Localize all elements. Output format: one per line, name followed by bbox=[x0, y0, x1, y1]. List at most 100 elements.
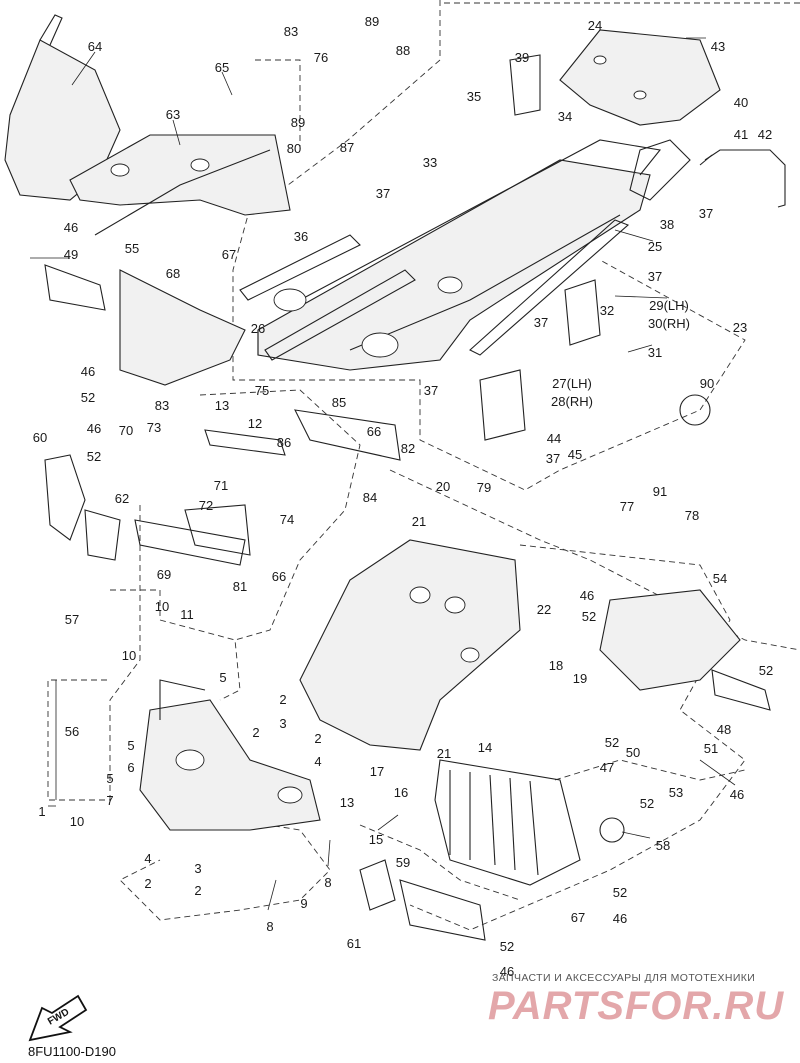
callout-c2d: 2 bbox=[144, 876, 151, 891]
leader-lines bbox=[30, 37, 736, 911]
callout-c52b: 52 bbox=[87, 449, 101, 464]
callout-c1: 1 bbox=[38, 804, 45, 819]
callout-c29: 29(LH) bbox=[649, 298, 689, 313]
callout-c37d: 37 bbox=[534, 315, 548, 330]
callout-c57: 57 bbox=[65, 612, 79, 627]
callout-c63: 63 bbox=[166, 107, 180, 122]
callout-c32: 32 bbox=[600, 303, 614, 318]
callout-c72: 72 bbox=[199, 498, 213, 513]
callout-c54: 54 bbox=[713, 571, 727, 586]
callout-c28: 28(RH) bbox=[551, 394, 593, 409]
callout-c25: 25 bbox=[648, 239, 662, 254]
callout-c40: 40 bbox=[734, 95, 748, 110]
callout-c84: 84 bbox=[363, 490, 377, 505]
callout-c49: 49 bbox=[64, 247, 78, 262]
callout-c90: 90 bbox=[700, 376, 714, 391]
callout-c77: 77 bbox=[620, 499, 634, 514]
callout-c83a: 83 bbox=[284, 24, 298, 39]
callout-c52g: 52 bbox=[613, 885, 627, 900]
callout-c46b: 46 bbox=[81, 364, 95, 379]
callout-c47: 47 bbox=[600, 760, 614, 775]
callout-c87: 87 bbox=[340, 140, 354, 155]
callout-c9: 9 bbox=[300, 896, 307, 911]
callout-c31: 31 bbox=[648, 345, 662, 360]
callout-c8a: 8 bbox=[324, 875, 331, 890]
callout-c46e: 46 bbox=[730, 787, 744, 802]
callout-c85: 85 bbox=[332, 395, 346, 410]
callout-c21b: 21 bbox=[437, 746, 451, 761]
callout-c82: 82 bbox=[401, 441, 415, 456]
callout-c39: 39 bbox=[515, 50, 529, 65]
callout-c19: 19 bbox=[573, 671, 587, 686]
callout-c55: 55 bbox=[125, 241, 139, 256]
callout-c37c: 37 bbox=[648, 269, 662, 284]
callout-c33: 33 bbox=[423, 155, 437, 170]
callout-c37e: 37 bbox=[424, 383, 438, 398]
callout-c74: 74 bbox=[280, 512, 294, 527]
callout-c91: 91 bbox=[653, 484, 667, 499]
callout-c5c: 5 bbox=[106, 771, 113, 786]
callout-c60: 60 bbox=[33, 430, 47, 445]
callout-c17: 17 bbox=[370, 764, 384, 779]
watermark-brand: PARTSFOR.RU bbox=[488, 984, 785, 1028]
callout-c14: 14 bbox=[478, 740, 492, 755]
callout-c27: 27(LH) bbox=[552, 376, 592, 391]
steering-column-assembly bbox=[139, 679, 321, 831]
callout-c22: 22 bbox=[537, 602, 551, 617]
callout-c79: 79 bbox=[477, 480, 491, 495]
callout-c37b: 37 bbox=[699, 206, 713, 221]
callout-c11: 11 bbox=[180, 607, 194, 622]
callout-c23: 23 bbox=[733, 320, 747, 335]
callout-c50: 50 bbox=[626, 745, 640, 760]
callout-c5b: 5 bbox=[127, 738, 134, 753]
callout-c67a: 67 bbox=[222, 247, 236, 262]
callout-c62: 62 bbox=[115, 491, 129, 506]
callout-c88: 88 bbox=[396, 43, 410, 58]
callout-c58: 58 bbox=[656, 838, 670, 853]
callout-c66a: 66 bbox=[367, 424, 381, 439]
callout-c15: 15 bbox=[369, 832, 383, 847]
callout-c4a: 4 bbox=[314, 754, 321, 769]
callout-c13a: 13 bbox=[215, 398, 229, 413]
front-frame-upper bbox=[4, 14, 291, 236]
callout-c46a: 46 bbox=[64, 220, 78, 235]
callout-c52d: 52 bbox=[759, 663, 773, 678]
fwd-arrow-icon: FWD bbox=[28, 994, 88, 1042]
callout-c35: 35 bbox=[467, 89, 481, 104]
watermark-caption: ЗАПЧАСТИ И АКСЕССУАРЫ ДЛЯ МОТОТЕХНИКИ bbox=[492, 972, 756, 984]
callout-c26: 26 bbox=[251, 321, 265, 336]
callout-c86: 86 bbox=[277, 435, 291, 450]
callout-c37f: 37 bbox=[546, 451, 560, 466]
callout-c46d: 46 bbox=[580, 588, 594, 603]
callout-c20: 20 bbox=[436, 479, 450, 494]
callout-c80: 80 bbox=[287, 141, 301, 156]
rear-bumper-bracket bbox=[559, 29, 786, 208]
callout-c56: 56 bbox=[65, 724, 79, 739]
callout-c66b: 66 bbox=[272, 569, 286, 584]
callout-c2e: 2 bbox=[194, 883, 201, 898]
callout-c46f: 46 bbox=[613, 911, 627, 926]
callout-c70: 70 bbox=[119, 423, 133, 438]
callout-c46g: 46 bbox=[500, 964, 514, 979]
callout-c41: 41 bbox=[734, 127, 748, 142]
callout-c75: 75 bbox=[255, 383, 269, 398]
main-chassis-frame bbox=[239, 139, 662, 371]
callout-c6: 6 bbox=[127, 760, 134, 775]
callout-c76: 76 bbox=[314, 50, 328, 65]
callout-c13b: 13 bbox=[340, 795, 354, 810]
callout-c2b: 2 bbox=[252, 725, 259, 740]
callout-c37a: 37 bbox=[376, 186, 390, 201]
callout-c51: 51 bbox=[704, 741, 718, 756]
callout-c73: 73 bbox=[147, 420, 161, 435]
callout-c34: 34 bbox=[558, 109, 572, 124]
assembly-outlines bbox=[47, 0, 800, 931]
callout-c10a: 10 bbox=[155, 599, 169, 614]
callout-c18: 18 bbox=[549, 658, 563, 673]
callout-c48: 48 bbox=[717, 722, 731, 737]
callout-c21a: 21 bbox=[412, 514, 426, 529]
callout-c36: 36 bbox=[294, 229, 308, 244]
callout-c69: 69 bbox=[157, 567, 171, 582]
callout-c52h: 52 bbox=[500, 939, 514, 954]
